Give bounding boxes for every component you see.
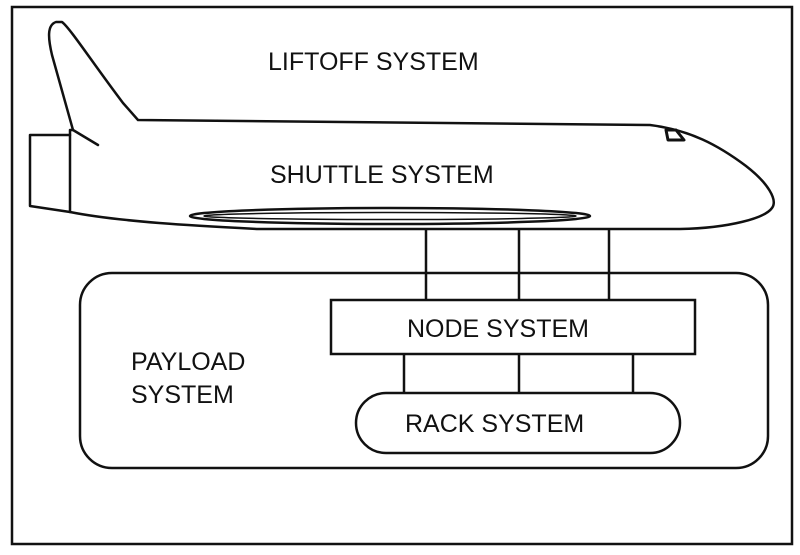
payload-bay	[190, 208, 590, 224]
outer-frame	[12, 7, 792, 544]
payload-system-label-line1: PAYLOAD	[131, 348, 245, 376]
rack-system-label: RACK SYSTEM	[405, 410, 584, 438]
shuttle-system-label: SHUTTLE SYSTEM	[270, 161, 494, 189]
node-system-label: NODE SYSTEM	[407, 315, 589, 343]
payload-system-label-line2: SYSTEM	[131, 381, 234, 409]
payload-bay-inner	[204, 213, 576, 220]
liftoff-system-label: LIFTOFF SYSTEM	[268, 48, 479, 76]
